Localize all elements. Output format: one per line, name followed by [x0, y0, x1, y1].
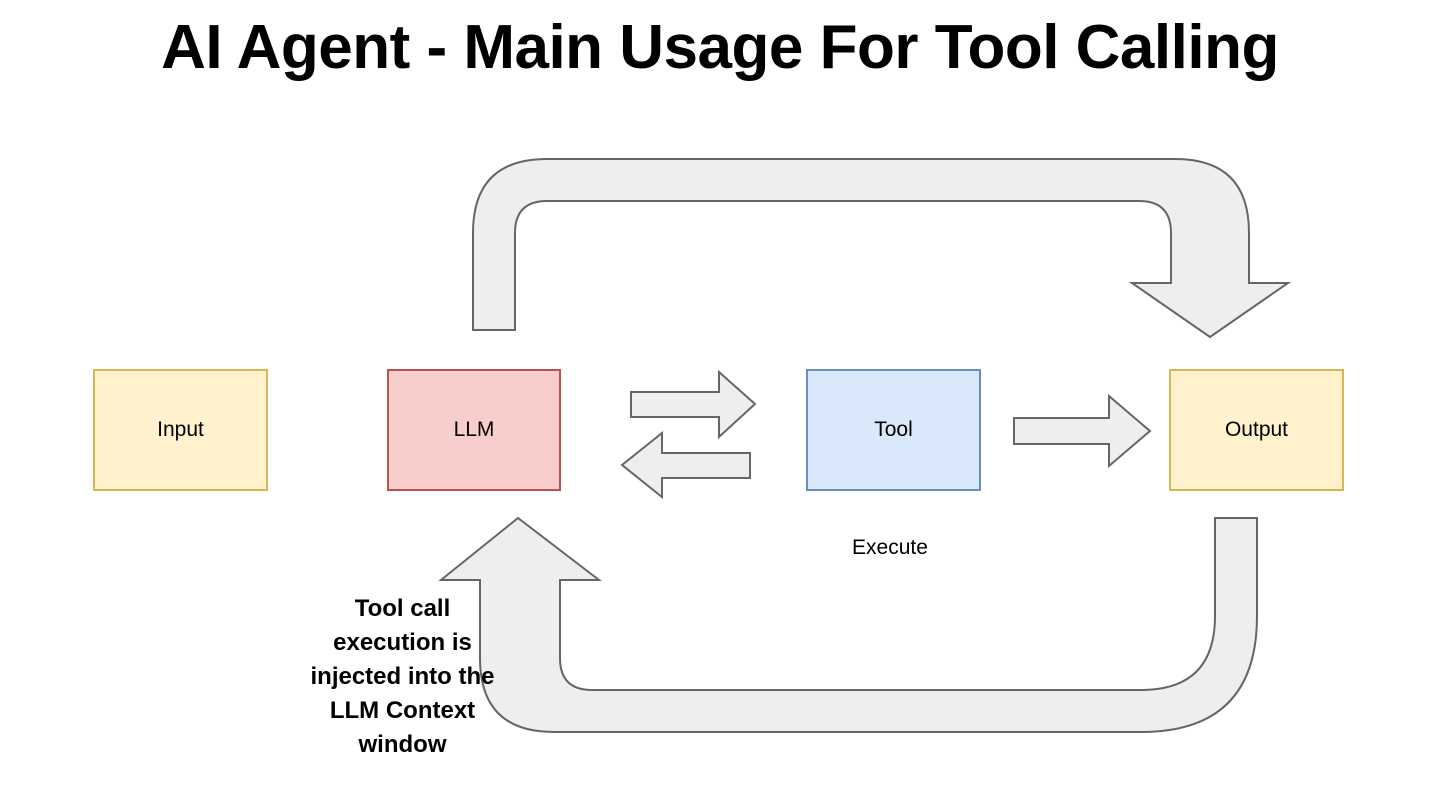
node-tool-label: Tool	[874, 418, 913, 441]
node-llm[interactable]: LLM	[387, 369, 561, 491]
curved-arrow-llm-to-output	[472, 158, 1292, 339]
page-title: AI Agent - Main Usage For Tool Calling	[161, 13, 1279, 82]
block-arrow-llm-to-tool	[630, 369, 757, 440]
node-tool[interactable]: Tool	[806, 369, 981, 491]
block-arrow-tool-to-output	[1013, 393, 1152, 469]
node-input[interactable]: Input	[93, 369, 268, 491]
label-injection-note: Tool call execution is injected into the…	[310, 595, 495, 758]
node-input-label: Input	[157, 418, 204, 441]
node-llm-label: LLM	[453, 418, 495, 441]
block-arrow-tool-to-llm	[620, 430, 751, 500]
node-output-label: Output	[1224, 418, 1289, 441]
label-execute: Execute	[852, 536, 928, 559]
node-output[interactable]: Output	[1169, 369, 1344, 491]
